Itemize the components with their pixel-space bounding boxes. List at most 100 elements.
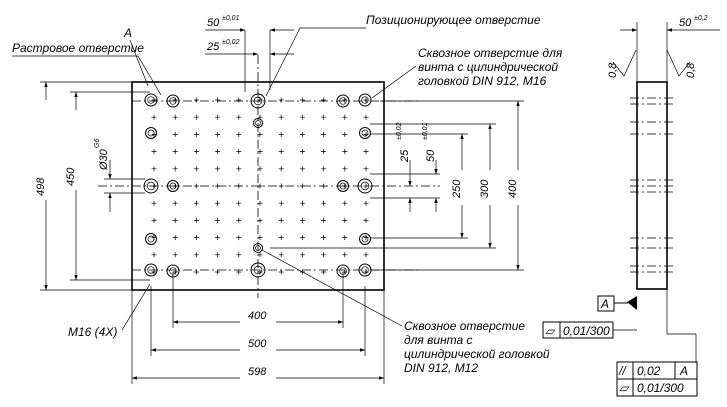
- raster-plus-icon: [342, 166, 348, 172]
- raster-plus-icon: [193, 166, 199, 172]
- raster-plus-icon: [363, 217, 369, 223]
- raster-plus-icon: [278, 149, 284, 155]
- flatness2-frame: [616, 378, 698, 397]
- positioning-hole-inner: [146, 181, 156, 191]
- dim-left-450: 450: [65, 167, 77, 186]
- label-through-m12-4: DIN 912, M12: [404, 361, 478, 375]
- raster-plus-icon: [257, 235, 263, 241]
- raster-plus-icon: [257, 183, 263, 189]
- raster-plus-icon: [172, 200, 178, 206]
- raster-plus-icon: [151, 114, 157, 120]
- raster-plus-icon: [215, 200, 221, 206]
- m12-center-hole: [253, 243, 263, 253]
- raster-plus-icon: [299, 252, 305, 258]
- parallelism-value: 0,02: [637, 364, 661, 378]
- raster-plus-icon: [257, 217, 263, 223]
- leader-through-m16: [371, 65, 417, 99]
- positioning-hole-inner: [253, 265, 263, 275]
- raster-plus-icon: [193, 217, 199, 223]
- raster-plus-icon: [257, 149, 263, 155]
- dim-side-50-tol: ±0,2: [694, 15, 708, 22]
- m12-center-hole: [253, 118, 263, 128]
- raster-plus-icon: [321, 131, 327, 137]
- raster-plus-icon: [321, 252, 327, 258]
- raster-plus-icon: [278, 200, 284, 206]
- raster-plus-icon: [215, 166, 221, 172]
- dim-top-25-tol: ±0,02: [222, 39, 240, 46]
- raster-plus-icon: [363, 97, 369, 103]
- m12-through-hole: [145, 233, 157, 245]
- raster-plus-icon: [151, 252, 157, 258]
- dim-bottom-400: 400: [248, 310, 267, 322]
- positioning-hole: [250, 93, 266, 109]
- raster-plus-icon: [172, 166, 178, 172]
- positioning-hole-inner: [253, 96, 263, 106]
- m16-through-hole: [144, 93, 158, 107]
- label-through-m12-2: для винта с: [404, 333, 473, 347]
- m12-through-hole-inner: [361, 235, 369, 243]
- m16-through-hole: [166, 94, 180, 108]
- raster-plus-icon: [193, 131, 199, 137]
- datum-a-box-label: A: [600, 297, 609, 311]
- raster-plus-icon: [363, 149, 369, 155]
- raster-plus-icon: [257, 200, 263, 206]
- dim-right-300: 300: [479, 179, 491, 198]
- raster-plus-icon: [236, 183, 242, 189]
- positioning-hole: [143, 178, 159, 194]
- raster-plus-icon: [299, 149, 305, 155]
- raster-plus-icon: [151, 217, 157, 223]
- raster-plus-icon: [236, 252, 242, 258]
- m12-through-hole: [167, 180, 179, 192]
- parallelism-datum: A: [679, 364, 688, 378]
- m16-through-hole: [336, 94, 350, 108]
- leader-raster-hole-2: [137, 55, 162, 96]
- raster-plus-icon: [278, 114, 284, 120]
- raster-plus-icon: [172, 114, 178, 120]
- m12-through-hole-inner: [361, 129, 369, 137]
- m12-through-hole: [337, 180, 349, 192]
- dim-dia-30: Ø30: [98, 148, 110, 171]
- raster-plus-icon: [172, 131, 178, 137]
- raster-plus-icon: [236, 166, 242, 172]
- raster-plus-icon: [257, 252, 263, 258]
- raster-plus-icon: [236, 149, 242, 155]
- m12-through-hole: [359, 233, 371, 245]
- raster-plus-icon: [193, 252, 199, 258]
- m12-through-hole: [145, 127, 157, 139]
- raster-plus-icon: [193, 97, 199, 103]
- raster-plus-icon: [278, 166, 284, 172]
- dim-side-50: 50: [679, 17, 692, 29]
- raster-plus-icon: [299, 200, 305, 206]
- raster-plus-icon: [342, 114, 348, 120]
- raster-plus-icon: [321, 235, 327, 241]
- m16-through-hole: [144, 263, 158, 277]
- m16-through-hole: [358, 93, 372, 107]
- raster-plus-icon: [172, 183, 178, 189]
- label-raster-hole: Растровое отверстие: [12, 41, 144, 55]
- m12-through-hole-inner: [169, 182, 177, 190]
- dim-roughness-left: 0,8: [607, 62, 619, 78]
- raster-plus-icon: [278, 252, 284, 258]
- label-through-m16-2: винта с цилиндрической: [418, 60, 558, 74]
- raster-plus-icon: [342, 235, 348, 241]
- raster-plus-icon: [299, 235, 305, 241]
- raster-plus-icon: [215, 217, 221, 223]
- dim-top-25: 25: [206, 41, 220, 53]
- raster-plus-icon: [299, 114, 305, 120]
- raster-plus-icon: [193, 149, 199, 155]
- m16-through-hole-inner: [339, 97, 347, 105]
- positioning-hole: [250, 262, 266, 278]
- raster-plus-icon: [278, 269, 284, 275]
- dim-top-50-tol: ±0,01: [222, 15, 240, 22]
- holes-group: [143, 93, 373, 278]
- raster-plus-icon: [236, 97, 242, 103]
- datum-a-triangle-icon: [627, 296, 637, 310]
- raster-plus-icon: [151, 183, 157, 189]
- dim-right-25: 25: [399, 149, 411, 163]
- positioning-hole: [357, 178, 373, 194]
- raster-plus-icon: [363, 166, 369, 172]
- side-hole-lines: [630, 97, 674, 273]
- dim-right-50-tol: ±0,01: [422, 122, 429, 140]
- m16-through-hole-inner: [169, 97, 177, 105]
- m16-through-hole-inner: [147, 96, 155, 104]
